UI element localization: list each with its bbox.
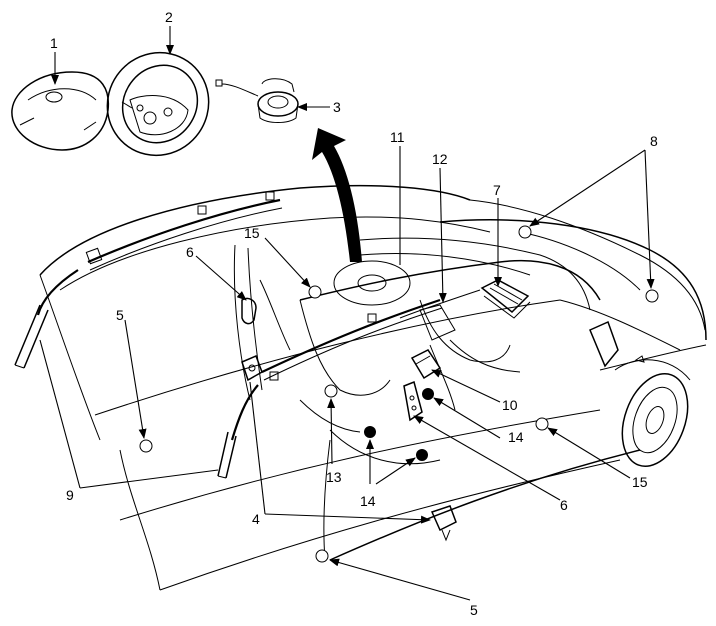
callout-14-right: 14 [508,429,524,445]
marker-8-trunk [518,225,532,239]
seat-belt-pretensioner-right [403,380,423,422]
passenger-airbag-module [480,279,531,319]
floor-wiring-harness [399,289,481,319]
callout-12: 12 [432,151,448,167]
removal-direction-arrow [312,128,362,262]
callout-4: 4 [252,511,260,527]
callout-15-top: 15 [244,225,260,241]
vehicle-body-outline [39,184,707,591]
callout-9: 9 [66,487,74,503]
marker-5-front [139,439,153,453]
callout-6-right: 6 [560,497,568,513]
steering-wheel [106,51,210,157]
marker-15-sill [535,417,549,431]
open-sensor-markers [139,225,659,563]
callout-7: 7 [493,182,501,198]
curtain-airbag-left [14,191,283,369]
driver-airbag-module [11,71,110,151]
callout-11: 11 [390,129,405,145]
clock-spring [215,78,299,123]
interior-sketch [259,237,591,465]
srs-control-module [410,349,442,380]
marker-14-b [364,426,376,438]
callout-13: 13 [326,469,342,485]
callout-1: 1 [50,35,58,51]
callout-10: 10 [502,397,518,413]
callout-5-left: 5 [116,307,124,323]
marker-14-a [422,388,434,400]
marker-5-bottom [315,549,329,563]
seat-belt-pretensioner-left [241,297,257,325]
callout-labels: 1 2 3 8 11 12 7 15 6 5 10 14 13 15 9 14 … [50,9,658,618]
callout-14-bottom: 14 [360,493,376,509]
side-impact-sensor-sill [430,505,457,542]
marker-14-c [416,449,428,461]
marker-8-rear [645,289,659,303]
callout-5-bottom: 5 [470,602,478,618]
marker-13 [324,384,338,398]
curtain-airbag-right [217,298,443,479]
filled-sensor-markers [364,388,434,461]
callout-8: 8 [650,133,658,149]
marker-15-roof [308,285,322,299]
roof-wiring-harness [299,259,601,301]
callout-15-right: 15 [632,474,648,490]
callout-2: 2 [165,9,173,25]
callout-3: 3 [333,99,341,115]
callout-6-left: 6 [186,244,194,260]
leader-lines [39,26,655,601]
side-impact-sensor-b-pillar [241,355,263,382]
